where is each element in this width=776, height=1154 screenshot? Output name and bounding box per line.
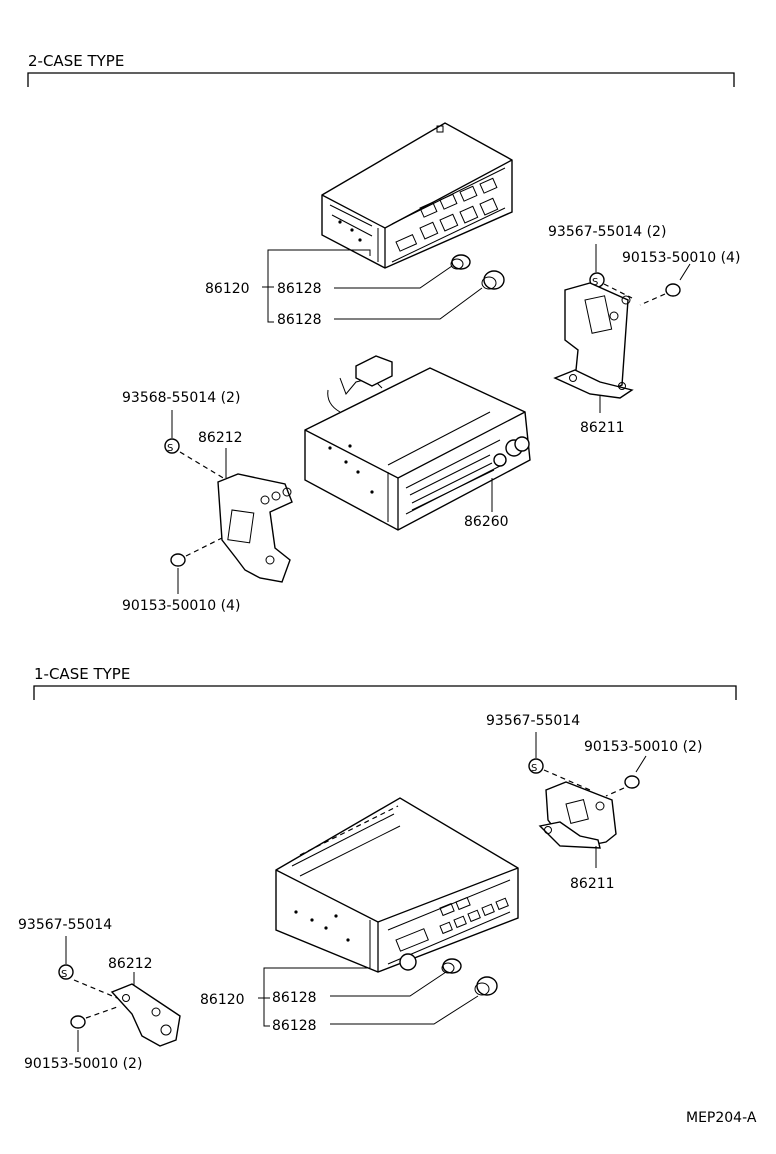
- label-90153-50010-4-right: 90153-50010 (4): [622, 250, 740, 266]
- label-86128-b: 86128: [277, 312, 322, 328]
- section-title-2-case: 2-CASE TYPE: [28, 52, 124, 70]
- nut-s-icon-bottom-left: [58, 964, 74, 980]
- label-86128-bottom-a: 86128: [272, 990, 317, 1006]
- diagram-code: MEP204-A: [686, 1110, 757, 1126]
- label-86211-bottom: 86211: [570, 876, 615, 892]
- leader-86128-a: [334, 265, 453, 289]
- leader-86128-bottom-a: [330, 971, 447, 997]
- label-86128-a: 86128: [277, 281, 322, 297]
- label-93567-55014-right: 93567-55014: [486, 713, 580, 729]
- label-86120-bottom: 86120: [200, 992, 245, 1008]
- label-86120: 86120: [205, 281, 250, 297]
- label-86211-top: 86211: [580, 420, 625, 436]
- label-86212-bottom: 86212: [108, 956, 153, 972]
- knob-86128-top-a: [450, 254, 471, 270]
- section-bracket-1-case: [33, 685, 737, 700]
- bolt-icon-bottom-right: [605, 775, 640, 797]
- label-90153-50010-4-left: 90153-50010 (4): [122, 598, 240, 614]
- bracket-86212-top: [217, 473, 293, 583]
- bolt-icon-bottom-left: [70, 1005, 121, 1029]
- leader-86128-b: [334, 287, 483, 320]
- bracket-86211-bottom: [538, 781, 617, 849]
- bracket-86211-top: [553, 282, 634, 399]
- svg-text:S: S: [531, 763, 537, 774]
- radio-unit-86260: [304, 355, 531, 531]
- leader-86128-bottom-b: [330, 995, 479, 1025]
- knob-86128-bottom-a: [441, 958, 462, 974]
- label-93567-55014-2: 93567-55014 (2): [548, 224, 666, 240]
- bracket-86212-bottom: [110, 983, 181, 1047]
- nut-s-icon-left: [164, 438, 180, 454]
- label-90153-50010-2-right: 90153-50010 (2): [584, 739, 702, 755]
- svg-text:S: S: [592, 277, 598, 288]
- section-bracket-2-case: [27, 72, 735, 87]
- leader-86120-bottom: [263, 967, 370, 1027]
- bolt-icon-left: [170, 537, 223, 567]
- leader-86120: [267, 249, 371, 323]
- cassette-unit-86120: [321, 122, 513, 269]
- knob-86128-bottom-b: [474, 976, 498, 996]
- label-93568-55014-2: 93568-55014 (2): [122, 390, 240, 406]
- label-86128-bottom-b: 86128: [272, 1018, 317, 1034]
- label-93567-55014-left: 93567-55014: [18, 917, 112, 933]
- svg-text:S: S: [167, 443, 173, 454]
- knob-86128-top-b: [481, 270, 505, 290]
- svg-text:S: S: [61, 969, 67, 980]
- label-86260: 86260: [464, 514, 509, 530]
- nut-s-icon-bottom-right: [528, 758, 544, 774]
- section-title-1-case: 1-CASE TYPE: [34, 665, 130, 683]
- label-90153-50010-2-left: 90153-50010 (2): [24, 1056, 142, 1072]
- cassette-unit-86120-bottom: [275, 797, 519, 973]
- bolt-icon: [639, 283, 681, 306]
- label-86212-top: 86212: [198, 430, 243, 446]
